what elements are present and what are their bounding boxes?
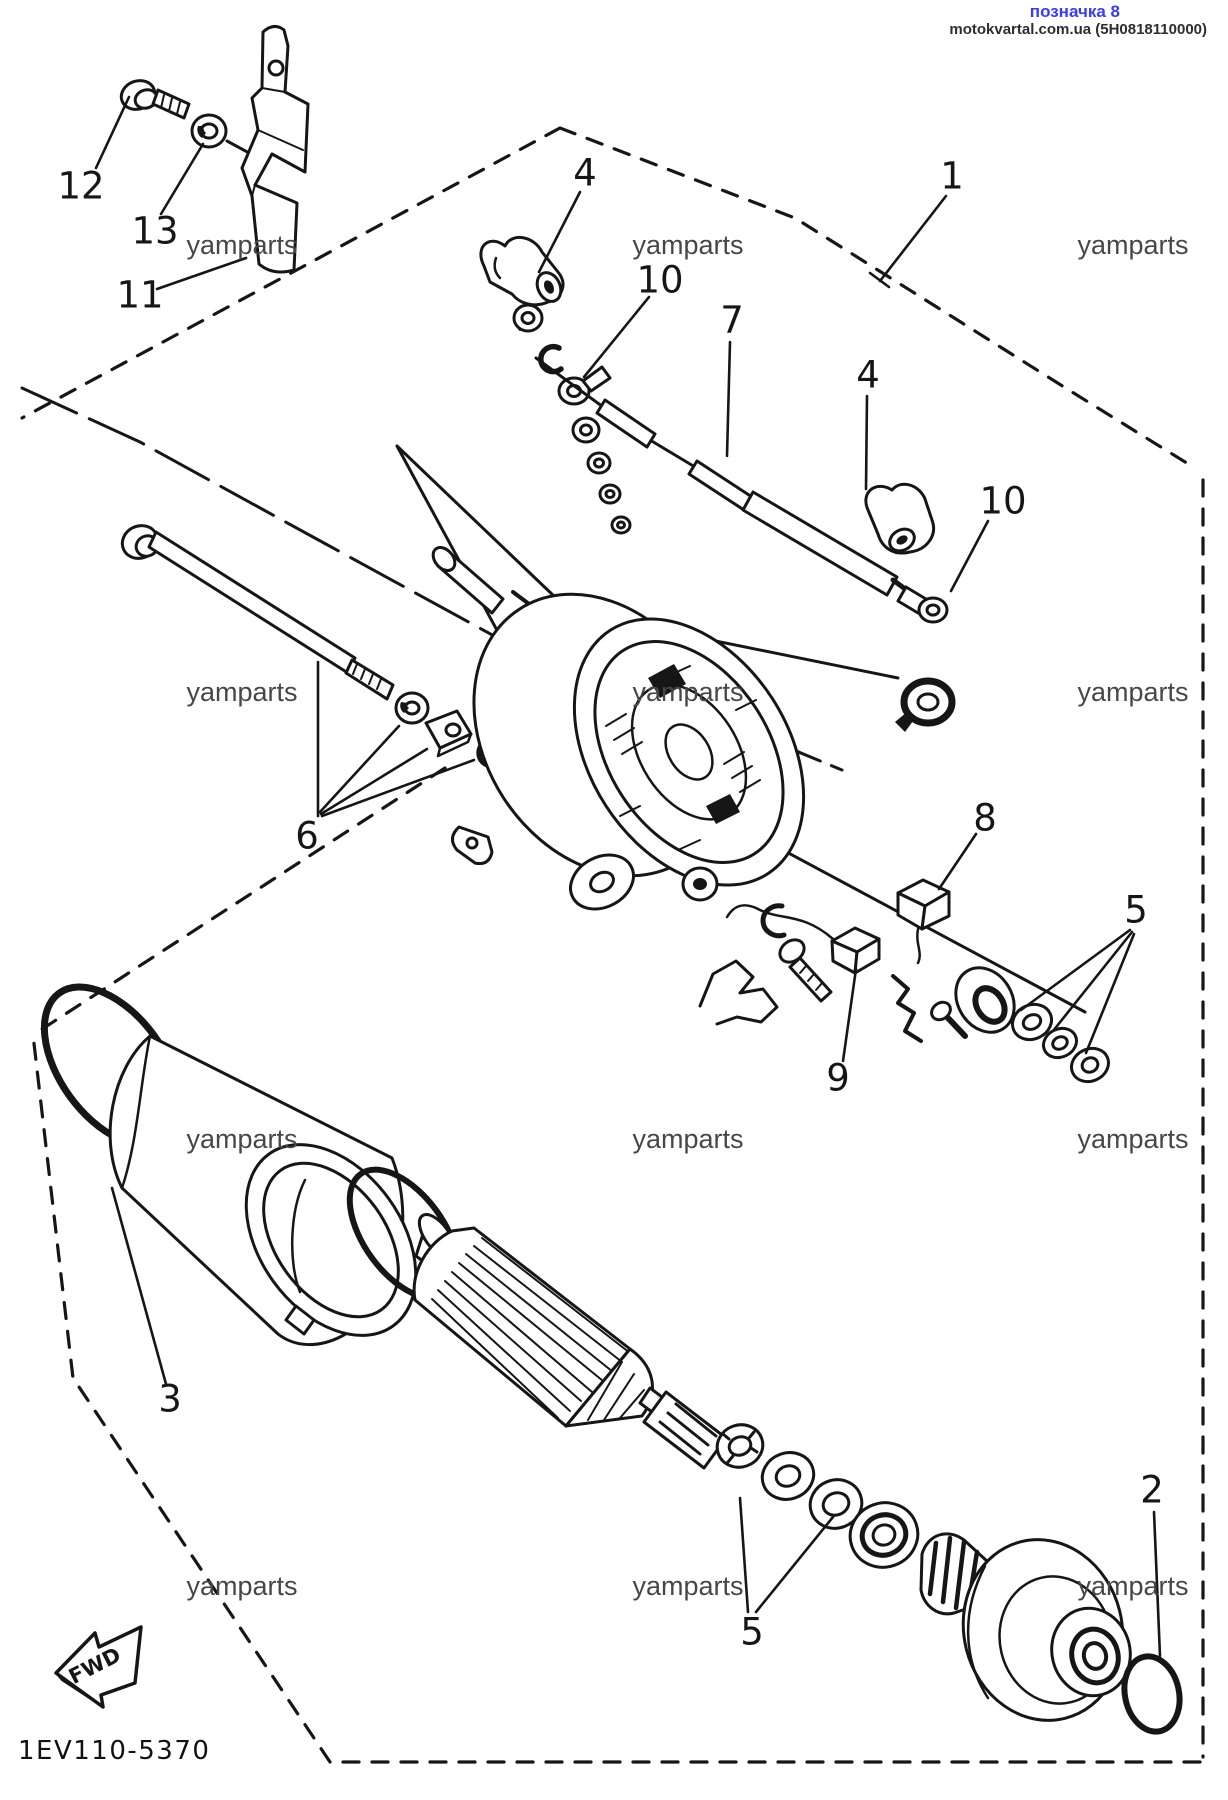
leader-line bbox=[1019, 928, 1132, 1012]
leader-line bbox=[319, 747, 429, 816]
leader-line bbox=[320, 758, 476, 818]
front-bracket-housing bbox=[431, 545, 806, 911]
construction-lines bbox=[225, 139, 1087, 1014]
brush-plate-parts bbox=[681, 866, 968, 1043]
leader-line bbox=[949, 519, 990, 593]
leader-line bbox=[878, 194, 948, 283]
leader-line bbox=[864, 394, 869, 491]
starter-clutch bbox=[961, 1538, 1132, 1722]
terminal-boot-right bbox=[864, 482, 935, 555]
header-note: позначка 8 bbox=[1029, 2, 1120, 21]
leader-line bbox=[110, 1186, 168, 1386]
leader-line bbox=[155, 256, 248, 291]
bracket-11 bbox=[240, 25, 310, 274]
leader-line bbox=[1084, 932, 1136, 1055]
plane-line-upper bbox=[20, 386, 509, 645]
oil-seal-and-washers bbox=[954, 966, 1110, 1084]
yoke-case bbox=[40, 983, 418, 1346]
header-site-text: motokvartal.com.ua (5H0818110000) bbox=[949, 21, 1207, 38]
ball-bearing bbox=[848, 1501, 920, 1569]
through-bolt bbox=[120, 524, 395, 701]
leader-line bbox=[582, 295, 651, 379]
leader-line bbox=[754, 1515, 835, 1614]
clutch-o-ring bbox=[1121, 1653, 1183, 1735]
starter-cable bbox=[534, 356, 949, 624]
leader-line bbox=[159, 142, 205, 216]
diagram-code: 1EV110-5370 bbox=[18, 1736, 211, 1766]
leader-line bbox=[841, 967, 858, 1063]
leader-line bbox=[1152, 1510, 1162, 1658]
shaft-washers bbox=[715, 1423, 864, 1530]
lead-seal-grommet bbox=[895, 677, 956, 732]
mount-bracket-assembly bbox=[119, 25, 310, 274]
dashed-boundary bbox=[20, 126, 1205, 1764]
leader-line bbox=[868, 271, 891, 289]
fwd-arrow: FWD bbox=[54, 1625, 143, 1709]
leader-line bbox=[1051, 930, 1134, 1033]
leader-line bbox=[318, 724, 401, 814]
leader-line bbox=[937, 832, 978, 891]
armature bbox=[412, 1213, 741, 1470]
leader-line bbox=[725, 340, 732, 458]
leader-line bbox=[537, 190, 582, 274]
leader-line bbox=[738, 1496, 750, 1614]
leader-line bbox=[94, 95, 131, 170]
leader-lines bbox=[94, 95, 1162, 1658]
